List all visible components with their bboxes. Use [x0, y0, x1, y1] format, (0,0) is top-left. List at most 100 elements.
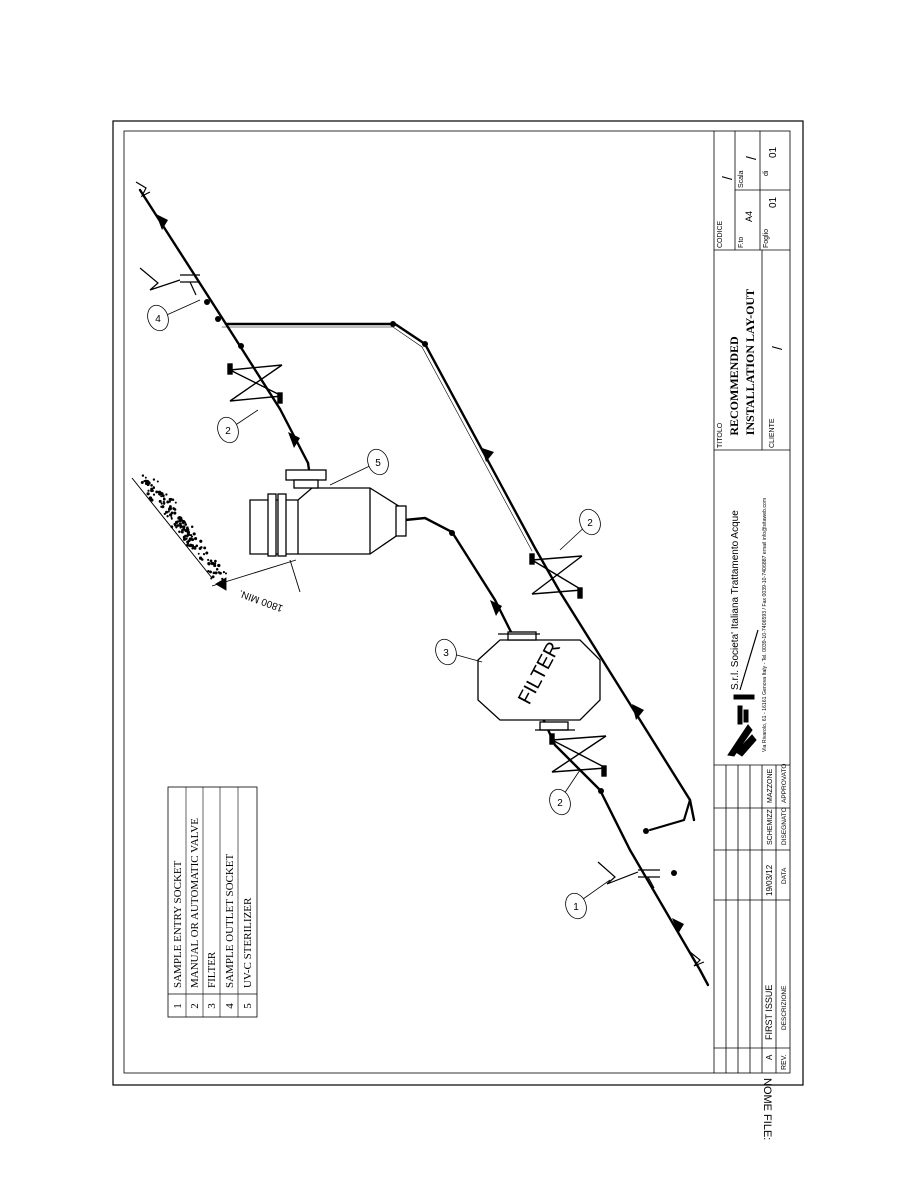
hatch-dot	[224, 572, 228, 575]
hatch-dot	[190, 535, 194, 538]
hatch-dot	[168, 505, 172, 509]
hatch-dot	[147, 481, 151, 485]
hatch-dot	[188, 533, 191, 537]
hatch-dot	[175, 526, 178, 529]
hatch-dot	[215, 568, 219, 571]
hatch-dot	[210, 561, 214, 565]
hatch-dot	[150, 487, 154, 491]
callout-3: 3	[443, 648, 449, 659]
descrizione-value: FIRST ISSUE	[764, 985, 774, 1040]
codice-label: CODICE	[717, 220, 724, 248]
hatch-dot	[168, 498, 172, 501]
hatch-dot	[178, 515, 182, 520]
hatch-dot	[207, 562, 211, 566]
hatch-dot	[184, 521, 187, 524]
hatch-dot	[173, 522, 176, 526]
inner-border	[123, 130, 791, 1074]
disegnato-label: DISEGNATO	[781, 807, 788, 845]
hatch-dot	[141, 474, 145, 477]
hatch-dot	[186, 540, 190, 544]
hatch-dot	[160, 502, 163, 505]
hatch-dot	[207, 558, 210, 561]
legend-label: UV-C STERILIZER	[242, 897, 254, 988]
hatch-dot	[182, 525, 186, 529]
hatch-dot	[191, 547, 194, 550]
hatch-dot	[207, 569, 210, 573]
hatch-dot	[195, 544, 199, 548]
hatch-dot	[182, 535, 186, 539]
hatch-dot	[160, 495, 163, 498]
hatch-dot	[158, 491, 162, 495]
hatch-dot	[199, 539, 202, 543]
hatch-dot	[214, 559, 217, 563]
callout-2-bypass: 2	[587, 518, 593, 529]
di-label: di	[763, 170, 770, 176]
hatch-dot	[185, 544, 189, 547]
pipe-upper-main	[138, 188, 228, 326]
hatch-dot	[152, 486, 155, 489]
hatch-dot	[146, 492, 150, 496]
hatch-dot	[194, 537, 198, 541]
hatch-dot	[213, 564, 217, 568]
title-line1: RECOMMENDED	[727, 336, 741, 436]
hatch-dot	[178, 522, 181, 525]
hatch-dot	[209, 570, 212, 574]
hatch-dot	[174, 501, 177, 504]
hatch-dot	[170, 517, 173, 520]
hatch-dot	[193, 546, 197, 550]
hatch-dot	[217, 563, 221, 568]
hatch-dot	[147, 489, 150, 492]
hatch-dot	[212, 571, 216, 575]
hatch-dot	[180, 530, 184, 534]
hatch-dot	[179, 518, 183, 522]
hatch-dot	[185, 537, 188, 540]
callout-5: 5	[375, 458, 381, 469]
hatch-dot	[222, 570, 226, 574]
hatch-dot	[167, 510, 170, 513]
legend-number: 4	[224, 1003, 236, 1009]
hatch-dot	[158, 499, 162, 503]
sample-sockets	[135, 181, 705, 967]
flow-arrows	[156, 214, 684, 934]
legend-number: 2	[189, 1003, 201, 1009]
company-address: Via Rivarolo, 61 - 16161 Genova Italy - …	[762, 498, 768, 752]
hatch-dot	[174, 520, 179, 525]
legend-label: MANUAL OR AUTOMATIC VALVE	[189, 818, 201, 988]
hatch-dot	[202, 552, 206, 556]
hatch-dot	[191, 538, 195, 542]
hatch-dot	[165, 493, 168, 496]
titolo-label: TITOLO	[717, 422, 724, 448]
hatch-dot	[150, 484, 153, 487]
callouts: 4 2 5 2 3 2 1	[147, 299, 611, 920]
hatch-dot	[221, 577, 224, 581]
rev-label: REV.	[781, 1054, 788, 1070]
hatch-dot	[163, 497, 166, 500]
hatch-dot	[184, 523, 188, 526]
hatch-dot	[140, 481, 144, 484]
hatch-dot	[148, 496, 153, 500]
descrizione-label: DESCRIZIONE	[781, 985, 788, 1030]
hatch-dot	[165, 510, 168, 514]
hatch-dot	[169, 513, 173, 517]
valves	[227, 363, 607, 777]
hatch-dot	[210, 577, 213, 580]
hatch-dot	[180, 525, 183, 528]
title-block-text: S.r.l. Societa' Italiana Trattamento Acq…	[717, 146, 788, 1070]
codice-value: /	[719, 176, 735, 180]
sample-entry-socket	[597, 861, 660, 889]
legend-number: 5	[242, 1003, 254, 1009]
company-name: S.r.l. Societa' Italiana Trattamento Acq…	[730, 510, 741, 690]
hatch-dot	[185, 527, 190, 531]
di-value: 01	[768, 146, 779, 158]
sample-outlet-socket	[139, 267, 200, 296]
dimension-label: 1800 MIN.	[238, 587, 285, 613]
valve-bypass	[529, 553, 583, 599]
hatch-dot	[209, 559, 213, 563]
hatch-dot	[162, 500, 165, 503]
hatch-dot	[152, 478, 156, 481]
hatch-dot	[213, 562, 217, 565]
hatch-dot	[163, 512, 166, 516]
callout-4: 4	[155, 314, 161, 325]
